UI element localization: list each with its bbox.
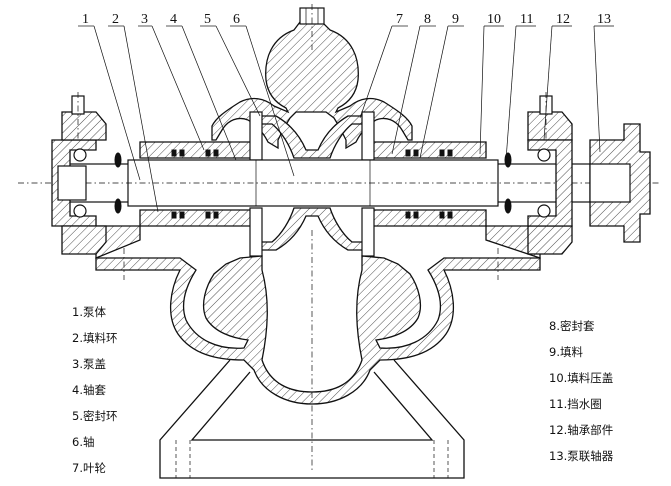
- callout-1: 1: [82, 12, 89, 27]
- right-bearing-assembly: [504, 92, 573, 255]
- callout-7: 7: [396, 12, 403, 27]
- callout-4: 4: [170, 12, 177, 27]
- legend-item-gland: 10.填料压盖: [549, 371, 613, 385]
- callout-12: 12: [556, 12, 570, 27]
- left-bearing-assembly: [51, 92, 122, 255]
- legend-item-water-deflector: 11.挡水圈: [549, 397, 602, 411]
- callout-3: 3: [141, 12, 148, 27]
- callout-5: 5: [204, 12, 211, 27]
- legend-item-packing: 9.填料: [549, 345, 583, 359]
- callout-8: 8: [424, 12, 431, 27]
- pump-coupling: [589, 123, 651, 243]
- pump-body: [95, 225, 541, 479]
- legend-item-seal-ring: 5.密封环: [72, 409, 117, 423]
- legend-item-bearing-assembly: 12.轴承部件: [549, 423, 613, 437]
- legend-left: 1.泵体 2.填料环 3.泵盖 4.轴套 5.密封环 6.轴 7.叶轮: [72, 305, 117, 475]
- legend-item-shaft-sleeve: 4.轴套: [72, 383, 106, 397]
- upper-volute: [211, 4, 413, 150]
- legend-item-pump-cover: 3.泵盖: [72, 357, 106, 371]
- legend-right: 8.密封套 9.填料 10.填料压盖 11.挡水圈 12.轴承部件 13.泵联轴…: [549, 319, 614, 463]
- callout-numbers: 1 2 3 4 5 6 7 8 9 10 11 12 13: [82, 12, 611, 27]
- leader-lines: [78, 25, 614, 213]
- legend-item-coupling: 13.泵联轴器: [549, 449, 614, 463]
- callout-9: 9: [452, 12, 459, 27]
- callout-10: 10: [487, 12, 501, 27]
- callout-13: 13: [597, 12, 611, 27]
- pump-cover: [139, 141, 487, 227]
- callout-2: 2: [112, 12, 119, 27]
- callout-6: 6: [233, 12, 240, 27]
- callout-11: 11: [520, 12, 533, 27]
- legend-item-impeller: 7.叶轮: [72, 461, 106, 475]
- legend-item-packing-ring: 2.填料环: [72, 331, 117, 345]
- legend-item-shaft: 6.轴: [72, 435, 94, 449]
- legend-item-pump-body: 1.泵体: [72, 305, 106, 319]
- legend-item-seal-sleeve: 8.密封套: [549, 319, 595, 333]
- impeller: [249, 111, 375, 257]
- shaft: [18, 159, 660, 207]
